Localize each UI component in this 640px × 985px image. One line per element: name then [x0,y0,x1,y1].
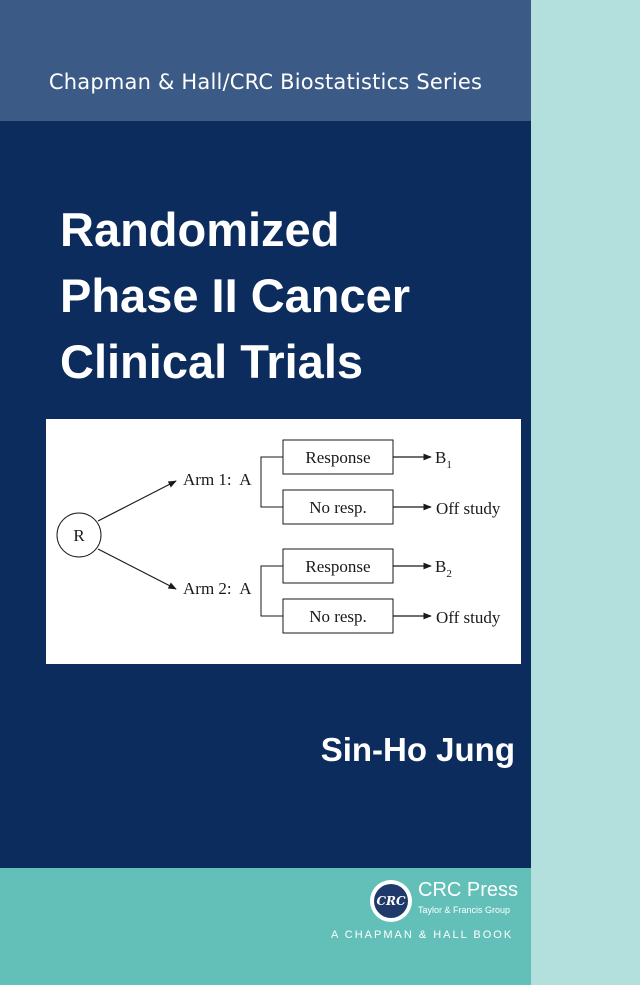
cover-side-strip [531,0,640,985]
crc-logo-icon: CRC [370,880,412,922]
outcome-b1: B1 [435,448,452,471]
arm-2-no-response-box [282,598,394,634]
arm-2-branch [260,565,283,617]
crc-logo-text: CRC [374,884,408,918]
publisher-group: Taylor & Francis Group [418,905,511,915]
outcome-b1-subscript: 1 [446,459,452,471]
arrow-to-arm-1 [97,480,177,522]
series-title: Chapman & Hall/CRC Biostatistics Series [48,70,483,94]
trial-design-diagram: R Arm 1: A Arm 2: A Response No resp. B1… [46,419,521,664]
series-band [0,0,531,121]
title-line-2: Phase II Cancer [60,269,411,322]
arm-2-response-label: Response [305,557,370,576]
publisher-band [0,868,531,985]
arm-1-off-study: Off study [436,499,501,518]
title-line-1: Randomized [60,203,340,256]
randomization-label: R [73,526,85,545]
arm-1-label: Arm 1: A [183,470,252,489]
randomization-node [56,512,102,558]
arm-2-no-response-label: No resp. [309,607,367,626]
publisher-imprint: A CHAPMAN & HALL BOOK [331,929,514,941]
publisher-name: CRC Press [418,879,519,901]
outcome-b2-subscript: 2 [446,568,452,580]
diagram-graphic: R Arm 1: A Arm 2: A Response No resp. B1… [56,439,501,634]
author-name: Sin-Ho Jung [320,731,515,768]
title-line-3: Clinical Trials [60,335,364,388]
arm-2-label: Arm 2: A [183,579,252,598]
arm-1-response-label: Response [305,448,370,467]
arm-1-branch [260,456,283,508]
arrow-to-arm-2 [97,548,177,590]
arm-2-off-study: Off study [436,608,501,627]
outcome-b2: B2 [435,557,452,580]
book-title: Randomized Phase II Cancer Clinical Tria… [60,197,520,395]
arm-1-no-response-label: No resp. [309,498,367,517]
arm-1-no-response-box [282,489,394,525]
